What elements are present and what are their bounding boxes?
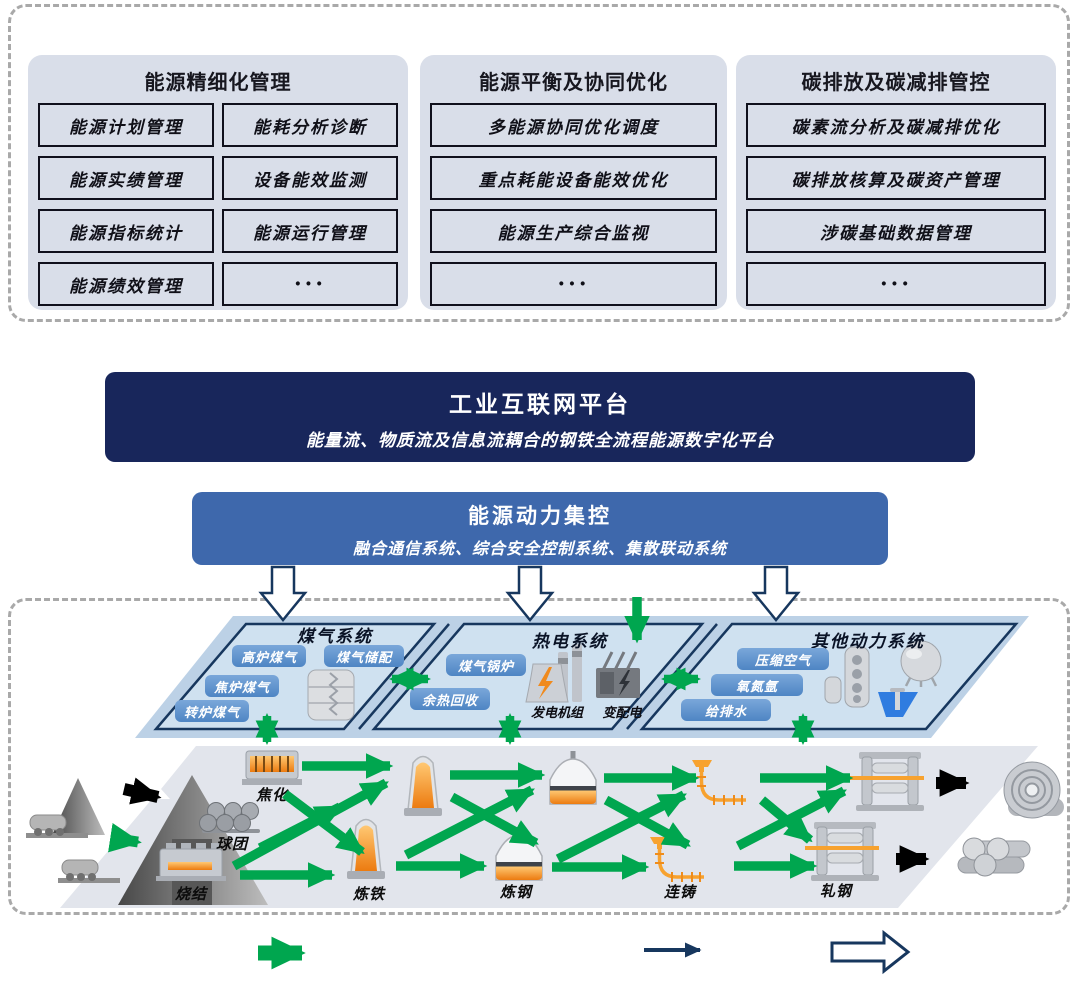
panel-items: 能源计划管理 能耗分析诊断 能源实绩管理 设备能效监测 能源指标统计 能源运行管…	[28, 97, 408, 316]
capability-item-ellipsis: ···	[222, 262, 398, 306]
banner-subtitle: 融合通信系统、综合安全控制系统、集散联动系统	[352, 539, 727, 558]
legend	[258, 929, 911, 975]
panel-title: 能源平衡及协同优化	[479, 69, 668, 94]
panel-items: 碳素流分析及碳减排优化 碳排放核算及碳资产管理 涉碳基础数据管理 ···	[736, 97, 1056, 316]
pill-gas-storage: 煤气储配	[324, 645, 404, 667]
pill-compressed-air: 压缩空气	[737, 648, 829, 670]
panel-energy-management: 能源精细化管理 能源计划管理 能耗分析诊断 能源实绩管理 设备能效监测 能源指标…	[28, 55, 408, 310]
gas-system-title: 煤气系统	[297, 627, 373, 647]
capability-item: 多能源协同优化调度	[430, 103, 717, 147]
panel-items: 多能源协同优化调度 重点耗能设备能效优化 能源生产综合监视 ···	[420, 97, 727, 316]
applications-dashed-box	[8, 4, 1070, 322]
capability-item: 能源运行管理	[222, 209, 398, 253]
panel-energy-balance: 能源平衡及协同优化 多能源协同优化调度 重点耗能设备能效优化 能源生产综合监视 …	[420, 55, 727, 310]
energy-power-control-banner: 能源动力集控 融合通信系统、综合安全控制系统、集散联动系统	[192, 492, 888, 565]
capability-item: 能源计划管理	[38, 103, 214, 147]
panel-title: 能源精细化管理	[144, 69, 292, 94]
pill-blast-furnace-gas: 高炉煤气	[232, 645, 306, 667]
banner-subtitle: 能量流、物质流及信息流耦合的钢铁全流程能源数字化平台	[306, 431, 774, 451]
stage-label-sintering: 烧结	[174, 885, 207, 903]
capability-item: 涉碳基础数据管理	[746, 209, 1046, 253]
capability-item: 能源生产综合监视	[430, 209, 717, 253]
pill-coke-oven-gas: 焦炉煤气	[205, 675, 279, 697]
substation-label: 变配电	[602, 706, 642, 721]
stage-label-coking: 焦化	[255, 786, 288, 804]
capability-item: 碳排放核算及碳资产管理	[746, 156, 1046, 200]
legend-navy-outline-arrow	[830, 929, 911, 975]
panel-title: 碳排放及碳减排管控	[801, 69, 991, 94]
stage-label-ironmaking: 炼铁	[352, 885, 385, 903]
pill-waste-heat-recovery: 余热回收	[410, 688, 490, 710]
capability-item: 能耗分析诊断	[222, 103, 398, 147]
panel-carbon-management: 碳排放及碳减排管控 碳素流分析及碳减排优化 碳排放核算及碳资产管理 涉碳基础数据…	[736, 55, 1056, 310]
stage-label-steelmaking: 炼钢	[499, 883, 532, 901]
pill-water-supply-drainage: 给排水	[681, 699, 771, 721]
power-unit-label: 发电机组	[530, 706, 583, 721]
pill-oxygen-nitrogen-argon: 氧氮氩	[711, 674, 803, 696]
stage-label-casting: 连铸	[663, 883, 696, 901]
thermal-system-title: 热电系统	[532, 632, 608, 652]
pill-converter-gas: 转炉煤气	[175, 700, 249, 722]
capability-item: 能源实绩管理	[38, 156, 214, 200]
capability-item: 碳素流分析及碳减排优化	[746, 103, 1046, 147]
stage-label-pelletizing: 球团	[215, 835, 248, 853]
industrial-internet-platform-banner: 工业互联网平台 能量流、物质流及信息流耦合的钢铁全流程能源数字化平台	[105, 372, 975, 462]
pill-gas-boiler: 煤气锅炉	[446, 654, 526, 676]
stage-label-rolling: 轧钢	[819, 882, 852, 900]
capability-item-ellipsis: ···	[746, 262, 1046, 306]
capability-item: 能源指标统计	[38, 209, 214, 253]
capability-item: 设备能效监测	[222, 156, 398, 200]
capability-item: 能源绩效管理	[38, 262, 214, 306]
banner-title: 工业互联网平台	[449, 392, 631, 418]
capability-item: 重点耗能设备能效优化	[430, 156, 717, 200]
capability-item-ellipsis: ···	[430, 262, 717, 306]
banner-title: 能源动力集控	[468, 504, 612, 528]
